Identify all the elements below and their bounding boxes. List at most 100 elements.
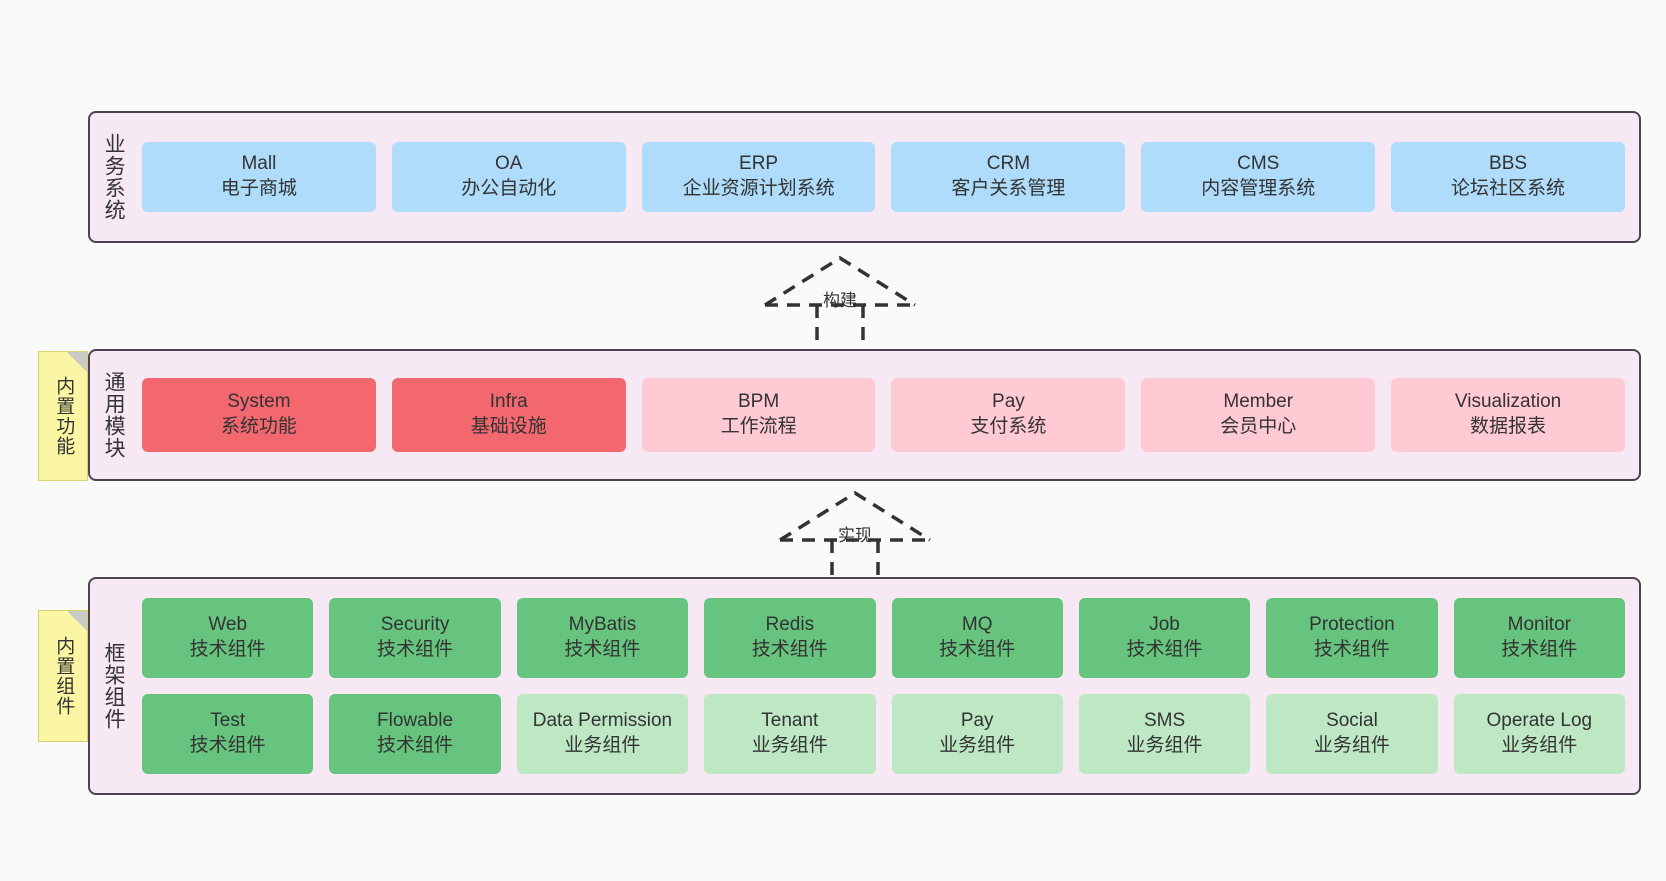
node-bpm-cn: 工作流程 xyxy=(720,416,797,437)
node-mq-en: MQ xyxy=(961,614,993,636)
node-operate-log[interactable]: Operate Log 业务组件 xyxy=(1453,694,1625,774)
note-builtin-features-label: 内置功能 xyxy=(53,376,75,456)
node-oa-cn: 办公自动化 xyxy=(461,178,557,199)
node-bpm-en: BPM xyxy=(737,391,780,413)
layer-business-systems: 业务系统 Mall 电子商城 OA 办公自动化 ERP 企业资源计划系统 CRM… xyxy=(88,111,1641,243)
node-cms[interactable]: CMS 内容管理系统 xyxy=(1141,142,1376,212)
framework-biz-row: Test 技术组件 Flowable 技术组件 Data Permission … xyxy=(142,694,1625,774)
node-monitor[interactable]: Monitor 技术组件 xyxy=(1453,598,1625,678)
node-bbs[interactable]: BBS 论坛社区系统 xyxy=(1391,142,1625,212)
node-protection[interactable]: Protection 技术组件 xyxy=(1266,598,1438,678)
node-tenant-en: Tenant xyxy=(761,710,819,732)
layer-common-modules: 通用模块 System 系统功能 Infra 基础设施 BPM 工作流程 Pay… xyxy=(88,349,1641,481)
connector-build-label: 构建 xyxy=(823,291,857,310)
node-system[interactable]: System 系统功能 xyxy=(142,378,376,452)
node-mybatis[interactable]: MyBatis 技术组件 xyxy=(516,598,689,678)
node-security[interactable]: Security 技术组件 xyxy=(329,598,501,678)
node-infra-en: Infra xyxy=(489,391,528,413)
connector-build: 构建 xyxy=(755,250,925,350)
node-bbs-cn: 论坛社区系统 xyxy=(1451,178,1566,199)
node-sms[interactable]: SMS 业务组件 xyxy=(1078,694,1251,774)
layer-business-systems-label: 业务系统 xyxy=(102,133,126,221)
node-mq[interactable]: MQ 技术组件 xyxy=(891,598,1063,678)
node-web[interactable]: Web 技术组件 xyxy=(142,598,314,678)
note-builtin-features: 内置功能 xyxy=(38,351,88,481)
node-test[interactable]: Test 技术组件 xyxy=(142,694,314,774)
node-flowable-en: Flowable xyxy=(377,710,454,732)
node-web-cn: 技术组件 xyxy=(189,639,266,660)
node-security-en: Security xyxy=(380,614,450,636)
node-crm-en: CRM xyxy=(986,153,1031,175)
note-builtin-components: 内置组件 xyxy=(38,610,88,742)
business-node-row: Mall 电子商城 OA 办公自动化 ERP 企业资源计划系统 CRM 客户关系… xyxy=(142,142,1625,212)
node-pay-module[interactable]: Pay 支付系统 xyxy=(891,378,1126,452)
node-security-cn: 技术组件 xyxy=(377,639,454,660)
connector-implement-label: 实现 xyxy=(838,526,872,545)
node-tenant-cn: 业务组件 xyxy=(751,735,828,756)
node-job-en: Job xyxy=(1149,614,1180,636)
node-visualization-cn: 数据报表 xyxy=(1470,416,1547,437)
node-operate-log-en: Operate Log xyxy=(1486,710,1593,732)
node-mq-cn: 技术组件 xyxy=(939,639,1016,660)
generalization-arrow-icon xyxy=(779,490,931,585)
node-social-cn: 业务组件 xyxy=(1313,735,1390,756)
node-tenant[interactable]: Tenant 业务组件 xyxy=(704,694,876,774)
node-mall-cn: 电子商城 xyxy=(220,178,297,199)
node-mybatis-en: MyBatis xyxy=(568,614,637,636)
node-visualization[interactable]: Visualization 数据报表 xyxy=(1391,378,1625,452)
node-member-cn: 会员中心 xyxy=(1220,416,1297,437)
node-job-cn: 技术组件 xyxy=(1126,639,1203,660)
node-redis-cn: 技术组件 xyxy=(751,639,828,660)
layer-business-systems-body: Mall 电子商城 OA 办公自动化 ERP 企业资源计划系统 CRM 客户关系… xyxy=(136,113,1639,241)
generalization-arrow-icon xyxy=(764,255,916,350)
node-system-cn: 系统功能 xyxy=(220,416,297,437)
node-mall-en: Mall xyxy=(241,153,277,175)
note-builtin-components-label: 内置组件 xyxy=(53,636,75,716)
node-pay-module-en: Pay xyxy=(992,391,1025,413)
node-redis[interactable]: Redis 技术组件 xyxy=(704,598,876,678)
node-operate-log-cn: 业务组件 xyxy=(1501,735,1578,756)
node-sms-en: SMS xyxy=(1143,710,1186,732)
layer-framework-components: 框架组件 Web 技术组件 Security 技术组件 MyBatis 技术组件… xyxy=(88,577,1641,795)
node-sms-cn: 业务组件 xyxy=(1126,735,1203,756)
layer-common-modules-body: System 系统功能 Infra 基础设施 BPM 工作流程 Pay 支付系统… xyxy=(136,351,1639,479)
node-flowable-cn: 技术组件 xyxy=(377,735,454,756)
node-social[interactable]: Social 业务组件 xyxy=(1266,694,1438,774)
layer-framework-components-label: 框架组件 xyxy=(102,642,126,730)
node-mall[interactable]: Mall 电子商城 xyxy=(142,142,376,212)
node-crm[interactable]: CRM 客户关系管理 xyxy=(891,142,1126,212)
node-protection-cn: 技术组件 xyxy=(1313,639,1390,660)
layer-common-modules-label: 通用模块 xyxy=(102,371,126,459)
node-test-cn: 技术组件 xyxy=(189,735,266,756)
node-pay-component-cn: 业务组件 xyxy=(939,735,1016,756)
node-mybatis-cn: 技术组件 xyxy=(564,639,641,660)
node-job[interactable]: Job 技术组件 xyxy=(1078,598,1251,678)
node-data-permission[interactable]: Data Permission 业务组件 xyxy=(516,694,689,774)
node-erp-en: ERP xyxy=(739,153,779,175)
node-redis-en: Redis xyxy=(765,614,815,636)
node-visualization-en: Visualization xyxy=(1454,391,1562,413)
node-oa-en: OA xyxy=(495,153,523,175)
connector-implement: 实现 xyxy=(770,485,940,585)
node-erp[interactable]: ERP 企业资源计划系统 xyxy=(641,142,876,212)
node-test-en: Test xyxy=(210,710,246,732)
node-bbs-en: BBS xyxy=(1489,153,1528,175)
node-data-permission-en: Data Permission xyxy=(532,710,673,732)
node-cms-en: CMS xyxy=(1237,153,1280,175)
node-bpm[interactable]: BPM 工作流程 xyxy=(641,378,876,452)
node-protection-en: Protection xyxy=(1309,614,1395,636)
node-member[interactable]: Member 会员中心 xyxy=(1141,378,1376,452)
node-infra-cn: 基础设施 xyxy=(470,416,547,437)
node-erp-cn: 企业资源计划系统 xyxy=(682,178,835,199)
node-pay-component[interactable]: Pay 业务组件 xyxy=(891,694,1063,774)
node-cms-cn: 内容管理系统 xyxy=(1201,178,1316,199)
node-system-en: System xyxy=(227,391,291,413)
node-infra[interactable]: Infra 基础设施 xyxy=(391,378,626,452)
node-oa[interactable]: OA 办公自动化 xyxy=(391,142,626,212)
layer-framework-components-body: Web 技术组件 Security 技术组件 MyBatis 技术组件 Redi… xyxy=(136,579,1639,793)
node-flowable[interactable]: Flowable 技术组件 xyxy=(329,694,501,774)
node-monitor-cn: 技术组件 xyxy=(1501,639,1578,660)
node-web-en: Web xyxy=(208,614,248,636)
common-node-row: System 系统功能 Infra 基础设施 BPM 工作流程 Pay 支付系统… xyxy=(142,378,1625,452)
